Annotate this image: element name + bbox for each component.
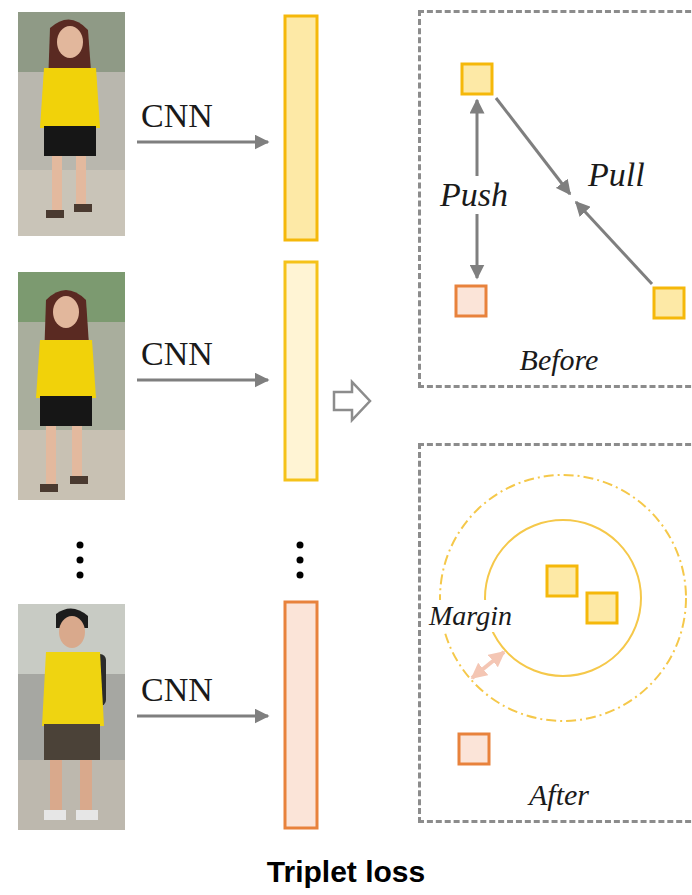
person-photo bbox=[44, 724, 100, 760]
pull-label: Pull bbox=[585, 156, 648, 194]
person-photo bbox=[80, 760, 92, 812]
panel-label: After bbox=[421, 778, 692, 812]
figure-caption: Triplet loss bbox=[0, 855, 692, 889]
person-photo bbox=[44, 126, 96, 156]
embedding-square bbox=[456, 286, 486, 316]
margin-label: Margin bbox=[426, 600, 515, 632]
person-photo bbox=[53, 296, 79, 328]
feature-vector bbox=[285, 262, 317, 480]
embedding-square bbox=[587, 593, 617, 623]
panel-box: After bbox=[418, 443, 692, 823]
margin-circle bbox=[440, 475, 686, 721]
ellipsis-dots bbox=[297, 572, 304, 579]
person-photo bbox=[50, 760, 62, 812]
cnn-label: CNN bbox=[141, 673, 213, 707]
cnn-arrow bbox=[137, 715, 268, 718]
person-photo bbox=[70, 476, 88, 484]
person-photo bbox=[52, 156, 62, 212]
feature-vector bbox=[285, 16, 317, 240]
embedding-square bbox=[459, 566, 617, 764]
person-photo bbox=[40, 68, 100, 128]
embedding-square bbox=[654, 288, 684, 318]
person-photo bbox=[40, 396, 92, 426]
cnn-arrow bbox=[137, 141, 268, 144]
person-photo bbox=[46, 210, 64, 218]
ellipsis-dots bbox=[77, 542, 304, 579]
cnn-label: CNN bbox=[141, 99, 213, 133]
person-photo bbox=[36, 340, 96, 398]
ellipsis-dots bbox=[297, 542, 304, 549]
person-photo bbox=[44, 810, 66, 820]
person-photo bbox=[40, 484, 58, 492]
person-photo bbox=[74, 204, 92, 212]
cnn-arrow bbox=[137, 142, 268, 716]
person-photo bbox=[57, 26, 83, 58]
ellipsis-dots bbox=[297, 557, 304, 564]
person-photo bbox=[18, 604, 125, 830]
person-photo bbox=[76, 156, 86, 206]
person-photo bbox=[18, 12, 125, 236]
margin-circle bbox=[440, 475, 686, 721]
person-photo bbox=[18, 604, 125, 830]
ellipsis-dots bbox=[77, 572, 84, 579]
embedding-square bbox=[459, 734, 489, 764]
embedding-square bbox=[462, 64, 492, 94]
person-photo bbox=[18, 430, 125, 500]
feature-vector bbox=[285, 602, 317, 828]
person-photo bbox=[42, 652, 104, 726]
person-photo bbox=[76, 810, 98, 820]
panel-label: Before bbox=[421, 343, 692, 377]
margin-arrow bbox=[472, 652, 504, 678]
embedding-square bbox=[547, 566, 577, 596]
cnn-label: CNN bbox=[141, 337, 213, 371]
person-photo bbox=[18, 760, 125, 830]
person-photo bbox=[18, 272, 125, 500]
push-pull-arrow bbox=[576, 202, 652, 284]
cnn-arrow bbox=[137, 379, 268, 382]
feature-vector bbox=[285, 16, 317, 828]
margin-circle bbox=[485, 520, 641, 676]
person-photo bbox=[72, 426, 82, 478]
person-photo bbox=[18, 272, 125, 500]
hollow-arrow bbox=[334, 382, 370, 420]
person-photo bbox=[18, 170, 125, 236]
ellipsis-dots bbox=[77, 557, 84, 564]
ellipsis-dots bbox=[77, 542, 84, 549]
person-photo bbox=[59, 616, 85, 648]
person-photo bbox=[18, 12, 125, 236]
person-photo bbox=[46, 426, 56, 486]
push-label: Push bbox=[437, 176, 511, 214]
